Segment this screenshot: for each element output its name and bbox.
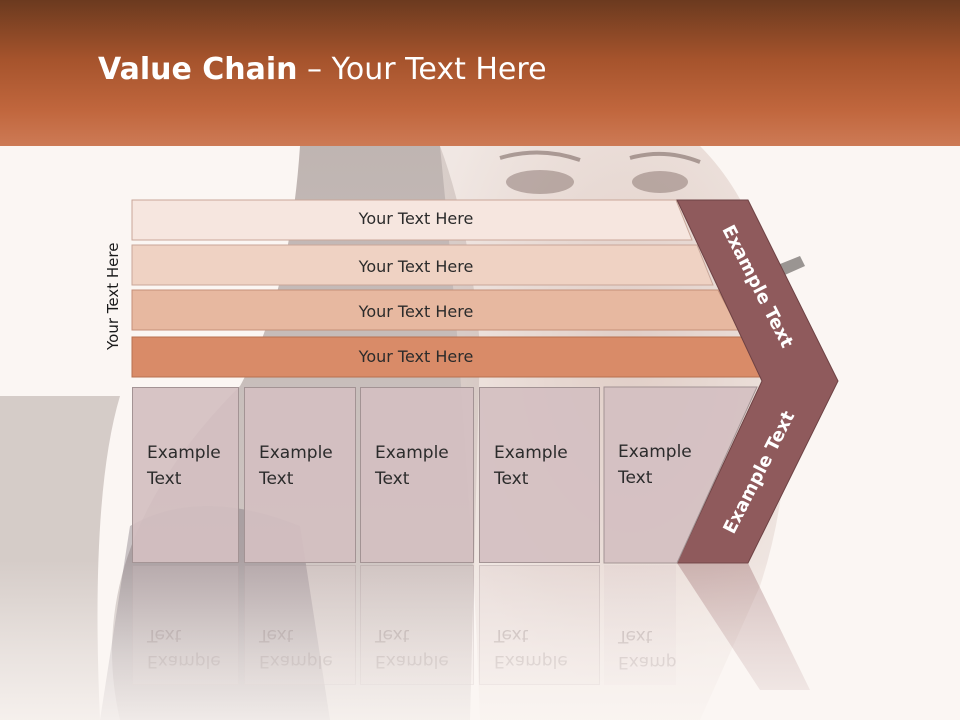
value-box-1: Example Text [132, 387, 239, 563]
value-box-label: Example Text [494, 443, 568, 489]
reflection-fade [0, 560, 960, 720]
bar-label-3: Your Text Here [358, 302, 474, 321]
bar-label-1: Your Text Here [358, 209, 474, 228]
value-box-4: Example Text [479, 387, 600, 563]
value-box-5-label: Example Text [618, 442, 692, 488]
value-box-3: Example Text [360, 387, 474, 563]
bar-1 [131, 199, 693, 241]
page-title: Value Chain – Your Text Here [98, 52, 547, 87]
value-box-label: Example Text [375, 443, 449, 489]
header-band: Value Chain – Your Text Here [0, 0, 960, 146]
bar-2 [131, 244, 714, 286]
value-box-2: Example Text [244, 387, 356, 563]
value-box-label: Example Text [147, 443, 221, 489]
bar-label-2: Your Text Here [358, 257, 474, 276]
value-box-label: Example Text [259, 443, 333, 489]
bar-label-4: Your Text Here [358, 347, 474, 366]
